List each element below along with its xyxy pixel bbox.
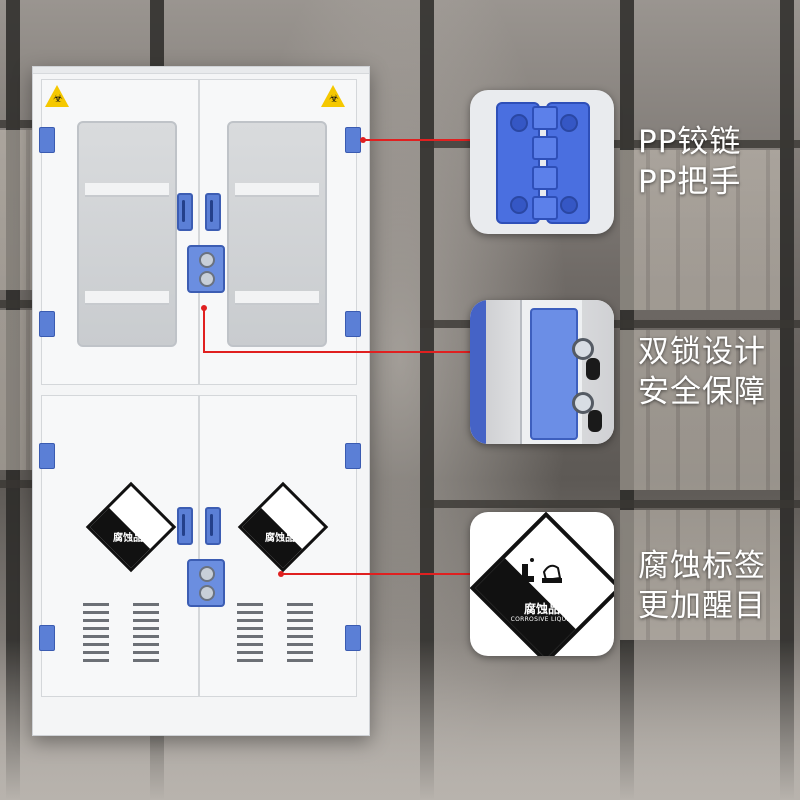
hinge-icon: [39, 127, 55, 153]
lower-right-handle[interactable]: [205, 507, 221, 545]
lock-detail-card: [470, 300, 614, 444]
lock-caption: 双锁设计 安全保障: [638, 332, 788, 412]
callout-line: [203, 351, 470, 353]
biohazard-warning-icon: ☣: [45, 85, 69, 107]
hinge-icon: [39, 311, 55, 337]
label-caption: 腐蚀标签 更加醒目: [638, 546, 788, 626]
hinge-icon: [345, 625, 361, 651]
upper-left-handle[interactable]: [177, 193, 193, 231]
hinge-icon: [345, 127, 361, 153]
lower-lock[interactable]: [187, 559, 225, 607]
hinge-detail-card: [470, 90, 614, 234]
hinge-icon: [39, 443, 55, 469]
biohazard-warning-icon: ☣: [321, 85, 345, 107]
lower-right-door: [199, 395, 357, 697]
caption-line: PP铰链: [638, 124, 742, 160]
key-icon: [586, 358, 600, 380]
plastic-hinge-icon: [496, 102, 590, 224]
lower-left-handle[interactable]: [177, 507, 193, 545]
callout-line: [363, 139, 470, 141]
vent-slots: [237, 603, 263, 667]
corrosive-door-label: 腐蚀品: [113, 533, 143, 544]
upper-left-window: [77, 121, 177, 347]
corrosive-door-label: 腐蚀品: [265, 533, 295, 544]
corrosive-detail-card: 腐蚀品 CORROSIVE LIQUID: [470, 512, 614, 656]
chemical-storage-cabinet: ☣ ☣ 腐蚀品 腐蚀品: [32, 66, 370, 736]
double-lock-icon: [530, 308, 578, 440]
caption-line: 更加醒目: [638, 588, 766, 624]
callout-line: [203, 308, 205, 352]
hinge-icon: [39, 625, 55, 651]
hinge-caption: PP铰链 PP把手: [638, 122, 788, 202]
hinge-icon: [345, 311, 361, 337]
hinge-icon: [345, 443, 361, 469]
caption-line: 腐蚀标签: [638, 548, 766, 584]
upper-right-handle[interactable]: [205, 193, 221, 231]
upper-lock[interactable]: [187, 245, 225, 293]
corrosion-hand-icon: [520, 558, 562, 583]
vent-slots: [287, 603, 313, 667]
key-icon: [588, 410, 602, 432]
caption-line: PP把手: [638, 164, 742, 200]
corrosive-card-title: 腐蚀品: [523, 602, 560, 616]
vent-slots: [83, 603, 109, 667]
caption-line: 双锁设计: [638, 334, 766, 370]
corrosive-card-subtitle: CORROSIVE LIQUID: [510, 616, 574, 623]
vent-slots: [133, 603, 159, 667]
upper-right-window: [227, 121, 327, 347]
callout-line: [281, 573, 470, 575]
caption-line: 安全保障: [638, 374, 766, 410]
